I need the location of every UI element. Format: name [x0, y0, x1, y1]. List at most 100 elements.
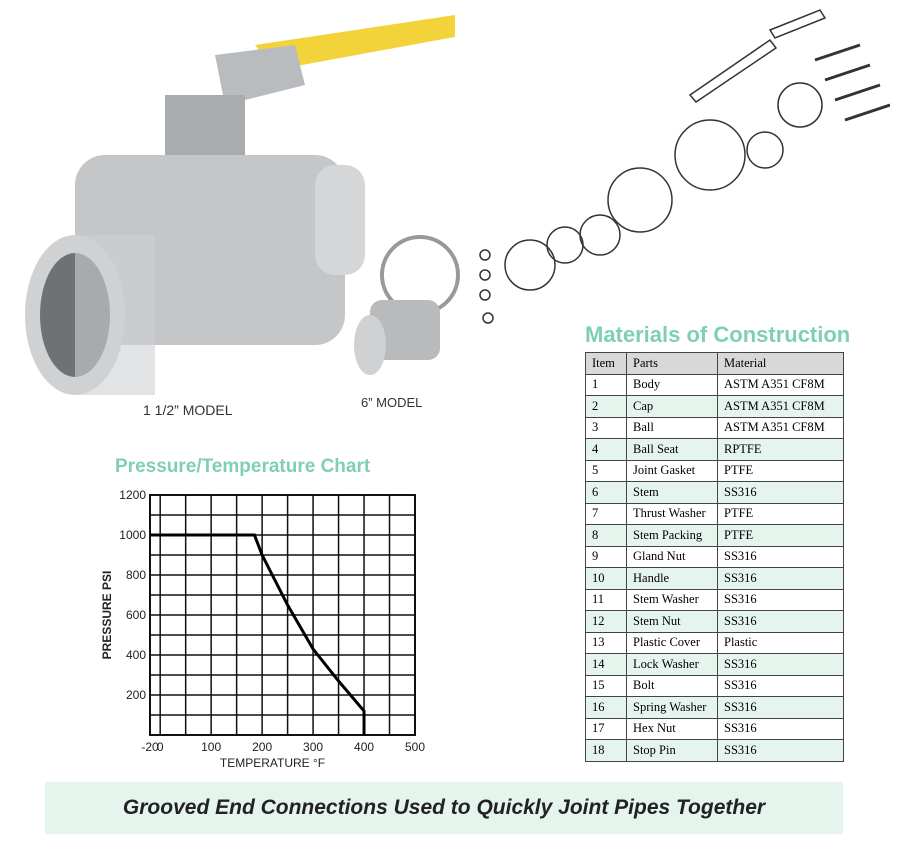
cell-part: Spring Washer: [626, 696, 718, 719]
cell-part: Stop Pin: [626, 739, 718, 762]
y-tick-label: 200: [126, 688, 146, 702]
cell-material: ASTM A351 CF8M: [717, 373, 844, 396]
cell-part: Lock Washer: [626, 653, 718, 676]
cell-part: Cap: [626, 395, 718, 418]
y-axis-label: PRESSURE PSI: [100, 571, 114, 660]
cell-material: SS316: [717, 481, 844, 504]
cell-part: Body: [626, 373, 718, 396]
cell-material: PTFE: [717, 459, 844, 482]
x-tick-label: -20: [141, 740, 159, 754]
x-tick-label: 400: [354, 740, 374, 754]
cell-material: PTFE: [717, 524, 844, 547]
x-axis-label: TEMPERATURE °F: [220, 756, 325, 770]
table-header-row: Item Parts Material: [585, 352, 844, 375]
x-tick-label: 0: [157, 740, 164, 754]
cell-item: 3: [585, 416, 627, 439]
y-tick-label: 1200: [119, 488, 146, 502]
header-item: Item: [585, 352, 627, 375]
y-tick-label: 600: [126, 608, 146, 622]
cell-part: Bolt: [626, 674, 718, 697]
y-tick-label: 800: [126, 568, 146, 582]
cell-part: Ball Seat: [626, 438, 718, 461]
y-tick-label: 1000: [119, 528, 146, 542]
x-tick-label: 100: [201, 740, 221, 754]
cell-material: SS316: [717, 653, 844, 676]
cell-item: 9: [585, 545, 627, 568]
cell-part: Handle: [626, 567, 718, 590]
cell-item: 15: [585, 674, 627, 697]
cell-part: Stem Washer: [626, 588, 718, 611]
header-parts: Parts: [626, 352, 718, 375]
x-tick-label: 500: [405, 740, 425, 754]
x-tick-label: 300: [303, 740, 323, 754]
cell-material: SS316: [717, 567, 844, 590]
cell-material: SS316: [717, 717, 844, 740]
cell-material: PTFE: [717, 502, 844, 525]
cell-material: RPTFE: [717, 438, 844, 461]
cell-item: 2: [585, 395, 627, 418]
materials-title: Materials of Construction: [585, 322, 851, 347]
banner: Grooved End Connections Used to Quickly …: [45, 782, 843, 834]
cell-item: 1: [585, 373, 627, 396]
header-material: Material: [717, 352, 844, 375]
cell-item: 13: [585, 631, 627, 654]
series-line-rating: [150, 533, 366, 735]
cell-item: 7: [585, 502, 627, 525]
cell-item: 6: [585, 481, 627, 504]
cell-material: SS316: [717, 674, 844, 697]
cell-material: SS316: [717, 588, 844, 611]
cell-part: Joint Gasket: [626, 459, 718, 482]
cell-part: Thrust Washer: [626, 502, 718, 525]
exploded-parts-diagram: [479, 9, 890, 324]
cell-item: 18: [585, 739, 627, 762]
valve-photo-large: [354, 235, 460, 375]
cell-part: Ball: [626, 416, 718, 439]
cell-material: SS316: [717, 696, 844, 719]
cell-part: Stem: [626, 481, 718, 504]
x-tick-label: 200: [252, 740, 272, 754]
cell-part: Stem Packing: [626, 524, 718, 547]
cell-item: 14: [585, 653, 627, 676]
cell-part: Gland Nut: [626, 545, 718, 568]
cell-part: Hex Nut: [626, 717, 718, 740]
valve-photo-small: [25, 15, 455, 395]
small-model-caption: 1 1/2” MODEL: [143, 402, 233, 418]
cell-item: 10: [585, 567, 627, 590]
cell-item: 4: [585, 438, 627, 461]
cell-item: 8: [585, 524, 627, 547]
chart-title: Pressure/Temperature Chart: [115, 456, 371, 477]
cell-item: 12: [585, 610, 627, 633]
cell-item: 16: [585, 696, 627, 719]
cell-material: SS316: [717, 545, 844, 568]
large-model-caption: 6” MODEL: [361, 395, 423, 410]
cell-item: 17: [585, 717, 627, 740]
cell-item: 11: [585, 588, 627, 611]
cell-material: ASTM A351 CF8M: [717, 416, 844, 439]
cell-part: Plastic Cover: [626, 631, 718, 654]
cell-part: Stem Nut: [626, 610, 718, 633]
cell-item: 5: [585, 459, 627, 482]
cell-material: SS316: [717, 739, 844, 762]
cell-material: SS316: [717, 610, 844, 633]
cell-material: ASTM A351 CF8M: [717, 395, 844, 418]
